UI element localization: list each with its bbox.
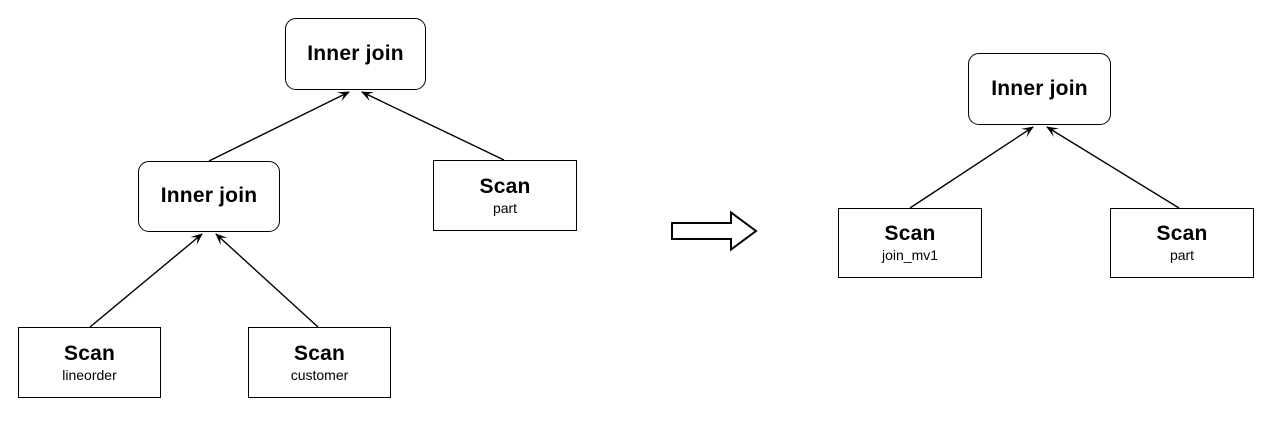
node-label: Scan — [884, 222, 936, 246]
edge-scan-part-to-inner-join-top — [361, 91, 505, 161]
node-label: Scan — [64, 341, 115, 365]
node-label: Inner join — [160, 184, 258, 208]
node-inner-join-right: Inner join — [968, 53, 1111, 125]
node-label: Inner join — [991, 76, 1088, 100]
node-label: Scan — [294, 341, 345, 365]
edge-scan-lineorder-to-inner-join-mid — [89, 233, 203, 328]
node-label: Inner join — [307, 41, 404, 65]
block-right-arrow-icon — [671, 210, 758, 252]
node-inner-join-top-left: Inner join — [285, 18, 426, 90]
node-sublabel: join_mv1 — [881, 247, 939, 264]
node-label: Scan — [479, 174, 531, 198]
node-sublabel: customer — [290, 366, 349, 383]
node-scan-part-left: Scan part — [433, 160, 577, 231]
node-scan-part-right: Scan part — [1110, 208, 1254, 278]
node-scan-customer: Scan customer — [248, 327, 391, 398]
node-sublabel: part — [1169, 247, 1195, 264]
edge-scan-part-to-inner-join — [1046, 126, 1180, 209]
edge-scan-customer-to-inner-join-mid — [215, 233, 319, 328]
node-inner-join-mid-left: Inner join — [138, 161, 280, 232]
node-sublabel: lineorder — [62, 366, 117, 383]
node-scan-lineorder: Scan lineorder — [18, 327, 161, 398]
node-label: Scan — [1156, 222, 1208, 246]
edge-inner-join-mid-to-inner-join-top — [208, 91, 350, 162]
edge-scan-join-mv1-to-inner-join — [909, 126, 1034, 209]
node-sublabel: part — [492, 199, 518, 216]
node-scan-join-mv1: Scan join_mv1 — [838, 208, 982, 278]
